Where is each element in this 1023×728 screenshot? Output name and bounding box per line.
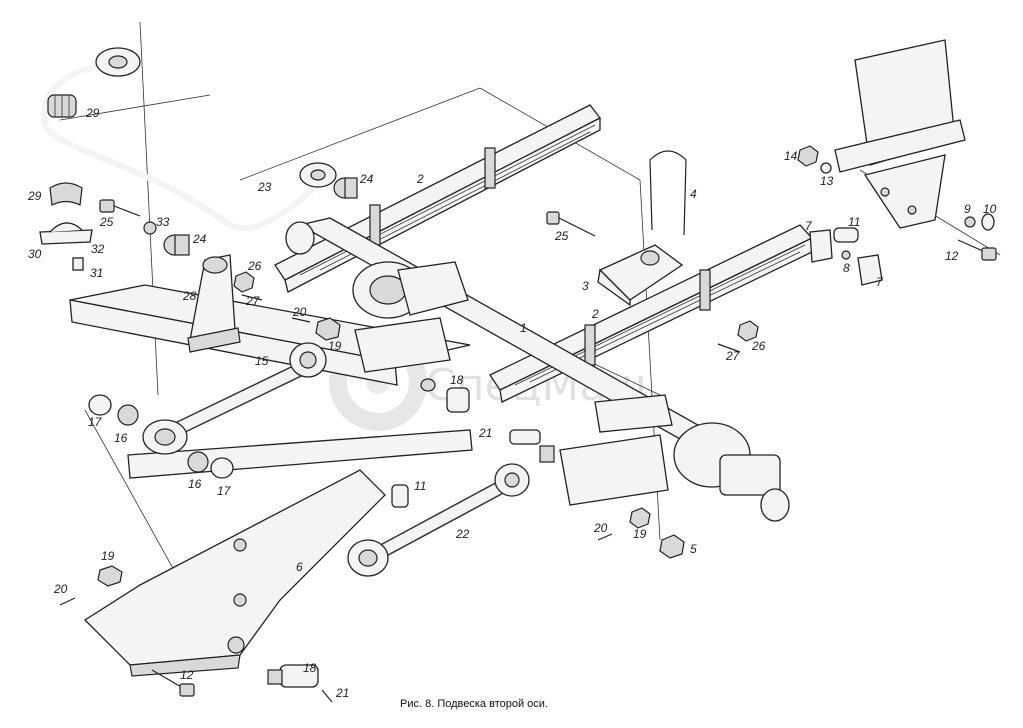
cap-18-lower: [267, 664, 319, 688]
nut-5: [659, 534, 685, 559]
trunnion-lower: [559, 394, 790, 522]
label-3: 3: [582, 279, 589, 293]
label-20-upper: 20: [292, 305, 307, 319]
label-15: 15: [255, 354, 269, 368]
figure-caption: Рис. 8. Подвеска второй оси.: [400, 698, 548, 710]
bracket-7-and-bushing-11: [809, 227, 883, 286]
label-16-right: 16: [188, 477, 202, 491]
label-23: 23: [257, 180, 272, 194]
bushing-24-lower: [163, 234, 190, 256]
bushing-11-lower: [391, 484, 409, 508]
washers-9-10: [964, 213, 995, 231]
reaction-rod-22: [347, 463, 530, 577]
label-19-lower: 19: [101, 549, 115, 563]
cap-18-upper: [420, 378, 470, 413]
label-29-lower: 29: [27, 189, 42, 203]
label-17-right: 17: [217, 484, 232, 498]
pin-21-lower: [321, 689, 333, 703]
label-12-lower: 12: [180, 668, 194, 682]
label-27-left: 27: [245, 294, 261, 308]
label-1: 1: [520, 321, 527, 335]
pin-27-right: [717, 343, 741, 353]
pin-27-left: [241, 294, 263, 301]
bushing-29: [47, 94, 77, 118]
nut-26-right: [737, 320, 759, 342]
nut-19-lower: [97, 565, 123, 587]
nut-14-washer-13: [797, 145, 832, 174]
label-14: 14: [784, 149, 798, 163]
callout-labels: 1 2 2 3 4 5 6 7 7 8 9 10 11 11 12 12 13 …: [27, 106, 997, 700]
clamp-parts: [39, 182, 93, 271]
label-11-right: 11: [848, 215, 860, 229]
label-2-upper: 2: [416, 172, 424, 186]
bushings-16-17: [88, 394, 234, 479]
label-7-lower: 7: [876, 275, 884, 289]
label-16-left: 16: [114, 431, 128, 445]
label-11-lower: 11: [414, 479, 426, 493]
label-32: 32: [91, 242, 105, 256]
label-17-left: 17: [88, 415, 103, 429]
label-31: 31: [90, 266, 103, 280]
bushing-24-upper: [333, 177, 358, 199]
spring-seat-3: [597, 244, 684, 307]
label-29-upper: 29: [85, 106, 100, 120]
pin-20-upper: [291, 317, 311, 323]
pin-20-lower: [59, 597, 76, 606]
bolt-25-right: [546, 211, 596, 237]
label-9: 9: [964, 202, 971, 216]
label-13: 13: [820, 174, 834, 188]
bracket-28: [187, 254, 241, 353]
label-12-right: 12: [945, 249, 959, 263]
bolt-12-lower: [151, 669, 195, 697]
bracket-6: [83, 469, 386, 677]
label-22: 22: [455, 527, 470, 541]
label-25-left: 25: [99, 215, 114, 229]
label-28: 28: [182, 289, 197, 303]
label-26-left: 26: [247, 259, 262, 273]
label-20-lower: 20: [53, 582, 68, 596]
u-bolt-4: [649, 150, 687, 236]
washer-33: [143, 221, 157, 235]
pin-21-upper: [509, 429, 555, 463]
label-25-right: 25: [554, 229, 569, 243]
label-26-right: 26: [751, 339, 766, 353]
reaction-rod-15: [142, 342, 327, 455]
label-2-lower: 2: [591, 307, 599, 321]
frame-bracket-right: [834, 39, 966, 229]
label-24-upper: 24: [359, 172, 374, 186]
label-4: 4: [690, 187, 697, 201]
label-21-upper: 21: [478, 426, 492, 440]
label-18-upper: 18: [450, 373, 464, 387]
label-24-lower: 24: [192, 232, 207, 246]
stabilizer-bar: [41, 47, 337, 232]
label-27-right: 27: [725, 349, 741, 363]
label-6: 6: [296, 560, 303, 574]
label-8: 8: [843, 261, 850, 275]
label-10: 10: [983, 202, 997, 216]
label-33: 33: [156, 215, 170, 229]
bolt-25-left: [99, 199, 141, 217]
label-7-upper: 7: [805, 219, 813, 233]
label-30: 30: [28, 247, 42, 261]
bolt-12-right: [957, 239, 997, 261]
nut-19-upper: [315, 317, 341, 341]
trunnion-upper: [352, 261, 469, 373]
pin-20-right: [597, 533, 613, 541]
nut-19-right: [629, 507, 651, 529]
label-20-right: 20: [593, 521, 608, 535]
label-19-right: 19: [633, 527, 647, 541]
label-21-lower: 21: [335, 686, 349, 700]
label-18-lower: 18: [303, 661, 317, 675]
label-5: 5: [690, 542, 697, 556]
label-19-upper: 19: [328, 339, 342, 353]
nut-26-left: [233, 271, 255, 293]
